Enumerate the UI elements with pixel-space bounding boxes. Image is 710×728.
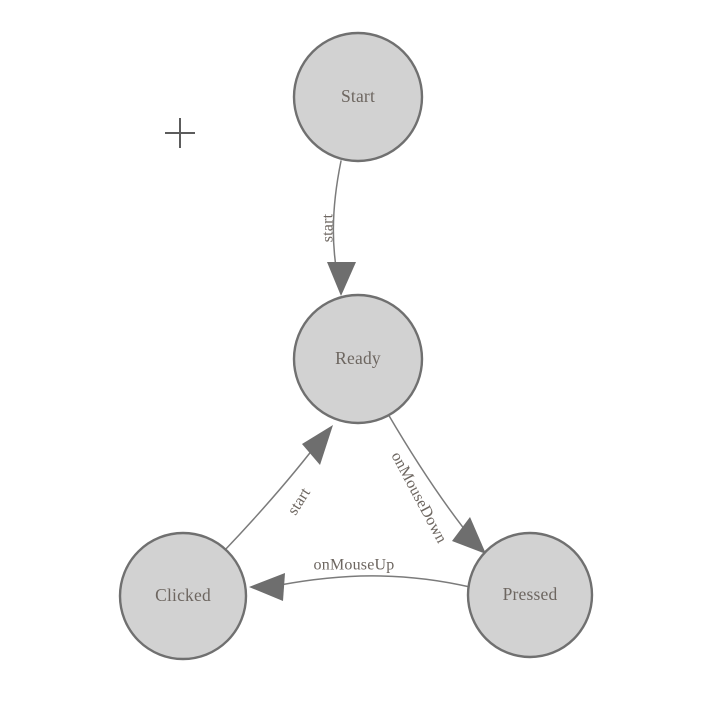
- node-start[interactable]: Start: [292, 31, 424, 163]
- edge-label-on-mouse-up: onMouseUp: [314, 557, 395, 574]
- node-pressed-label: Pressed: [503, 584, 558, 604]
- edge-pressed-to-clicked[interactable]: onMouseUp: [249, 557, 471, 601]
- node-ready-label: Ready: [335, 348, 381, 368]
- node-start-circle[interactable]: [292, 31, 424, 163]
- edge-start-to-ready[interactable]: start: [320, 160, 356, 296]
- arrowhead-start-to-ready: [327, 262, 356, 296]
- arrowhead-pressed-to-clicked: [249, 573, 285, 601]
- node-start-label: Start: [341, 86, 375, 106]
- node-pressed[interactable]: Pressed: [466, 531, 594, 659]
- node-pressed-circle[interactable]: [466, 531, 594, 659]
- arrowhead-clicked-to-ready: [302, 425, 333, 465]
- edge-ready-to-pressed[interactable]: onMouseDown: [387, 413, 486, 554]
- edge-label-start-return: start: [285, 485, 315, 519]
- node-ready[interactable]: Ready: [292, 293, 424, 425]
- arrowhead-ready-to-pressed: [452, 517, 486, 554]
- node-clicked-circle[interactable]: [118, 531, 248, 661]
- edge-clicked-to-ready[interactable]: start: [223, 425, 333, 552]
- node-ready-circle[interactable]: [292, 293, 424, 425]
- node-clicked[interactable]: Clicked: [118, 531, 248, 661]
- node-clicked-label: Clicked: [155, 585, 211, 605]
- edge-path-pressed-to-clicked: [279, 575, 471, 588]
- edge-label-start: start: [320, 213, 337, 242]
- crosshair-icon: [165, 118, 195, 148]
